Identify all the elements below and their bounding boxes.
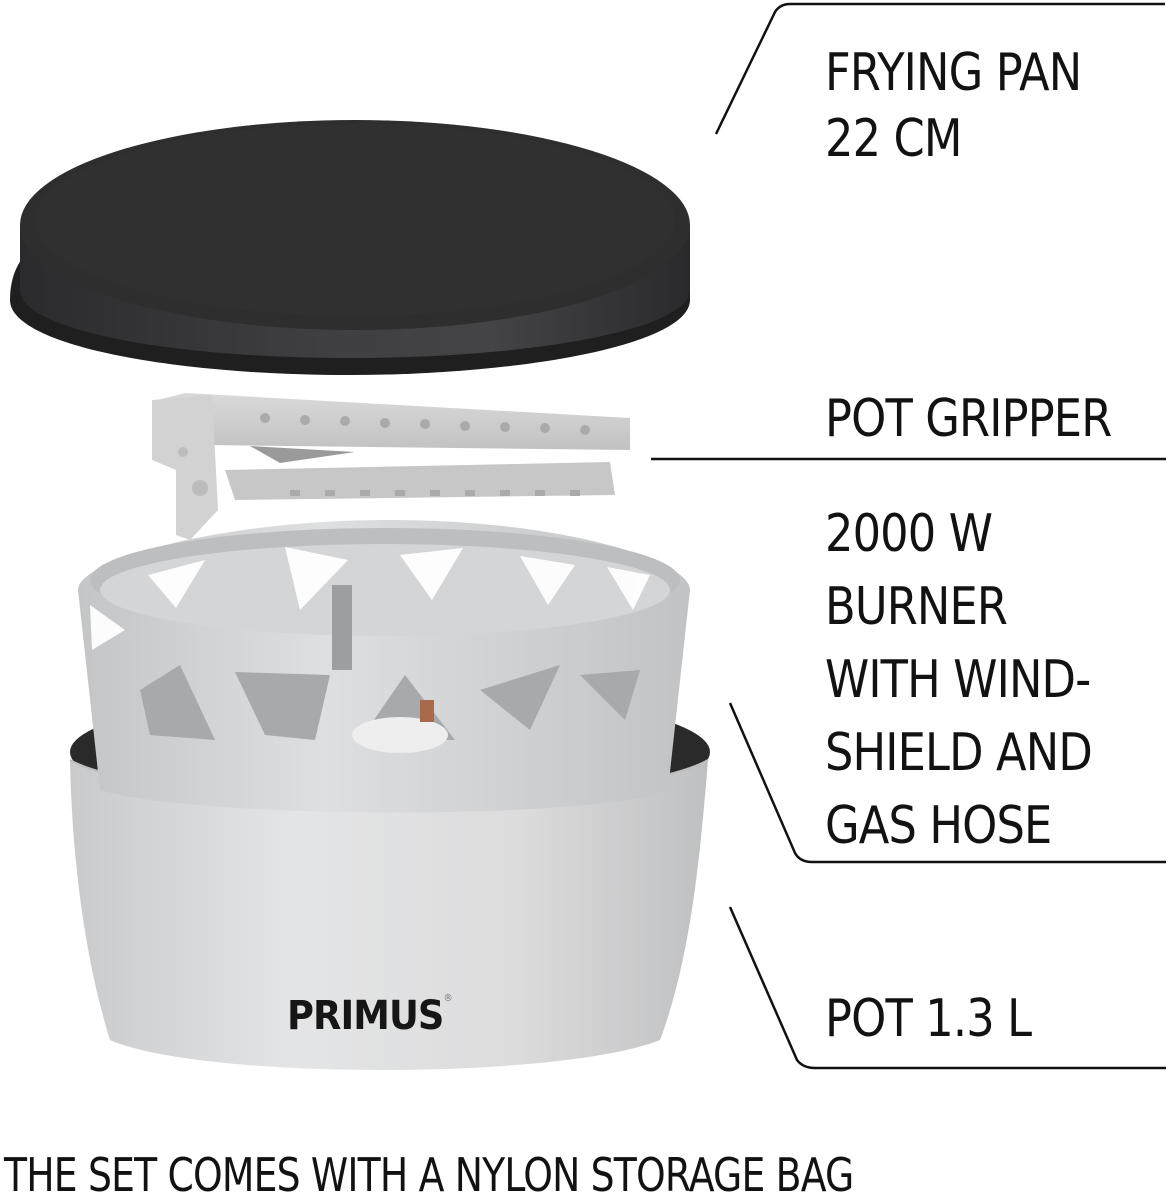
pot-gripper-illustration (152, 393, 630, 540)
callout-text-line: POT 1.3 L (825, 989, 1032, 1049)
callout-text-line: GAS HOSE (825, 796, 1052, 856)
callout-line-burner (728, 702, 1166, 864)
callout-burner: 2000 W BURNER WITH WIND- SHIELD AND GAS … (825, 498, 1093, 863)
primus-logo: PRIMUS® (287, 993, 453, 1039)
footer-caption: THE SET COMES WITH A NYLON STORAGE BAG (4, 1148, 854, 1202)
callout-text-line: BURNER (825, 577, 1008, 637)
callout-line-pot (728, 906, 1166, 1070)
callout-line-frying-pan (714, 2, 1165, 135)
logo-text: PRIMUS (287, 993, 444, 1039)
frying-pan-illustration (10, 120, 690, 375)
callout-pot: POT 1.3 L (825, 986, 1032, 1052)
callout-text-line: 2000 W (825, 504, 993, 564)
callout-pot-gripper: POT GRIPPER (825, 386, 1112, 452)
callout-text-line: WITH WIND- (825, 650, 1091, 710)
callout-frying-pan: FRYING PAN 22 CM (825, 40, 1082, 172)
callout-text-line: FRYING PAN (825, 43, 1082, 103)
callout-text-line: SHIELD AND (825, 723, 1093, 783)
callout-text-line: POT GRIPPER (825, 389, 1112, 449)
registered-mark: ® (443, 993, 452, 1004)
windshield-illustration (78, 520, 690, 813)
callout-text-line: 22 CM (825, 109, 962, 169)
callout-lines (651, 2, 1166, 1070)
